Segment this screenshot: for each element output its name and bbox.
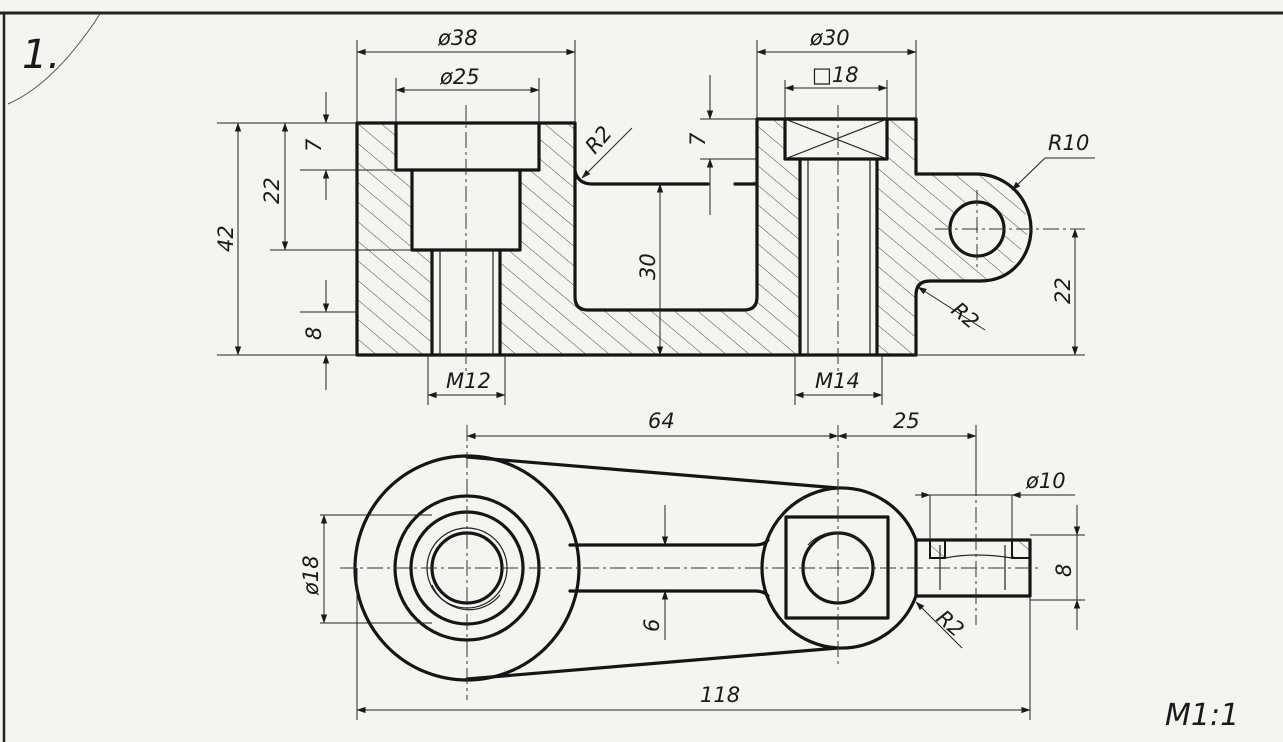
dim-25: 25 xyxy=(893,409,920,433)
dim-r10: R10 xyxy=(1048,131,1089,155)
dim-d25: ø25 xyxy=(439,65,480,89)
pin-break-hatch-2 xyxy=(1011,539,1031,559)
section-dimension-texts: ø38 ø25 ø30 □18 42 22 7 8 7 30 22 R2 R2 … xyxy=(214,26,1089,393)
top-centerlines xyxy=(340,425,1040,700)
dim-22-right: 22 xyxy=(1051,277,1075,304)
dim-7-mid: 7 xyxy=(686,132,710,146)
dim-8-pin: 8 xyxy=(1052,564,1076,577)
dim-m12: M12 xyxy=(446,369,491,393)
dim-d10: ø10 xyxy=(1025,469,1066,493)
section-view: ø38 ø25 ø30 □18 42 22 7 8 7 30 22 R2 R2 … xyxy=(214,26,1095,405)
top-extension-lines xyxy=(320,425,1085,720)
exercise-number: 1. xyxy=(22,32,60,78)
dim-8: 8 xyxy=(302,327,326,340)
pin-break-hatch xyxy=(929,539,946,559)
dim-64: 64 xyxy=(648,409,675,433)
dim-30: 30 xyxy=(636,253,660,280)
dim-118: 118 xyxy=(700,683,740,707)
dim-r2-boss: R2 xyxy=(947,297,984,333)
dim-sq18: □18 xyxy=(812,63,859,87)
dim-r2-slot: R2 xyxy=(580,121,616,158)
dim-42: 42 xyxy=(214,225,238,252)
dim-r2-top: R2 xyxy=(932,605,969,641)
dim-d38: ø38 xyxy=(437,26,478,50)
dim-6: 6 xyxy=(640,619,664,632)
section-dimension-lines xyxy=(234,48,1095,399)
top-dimension-lines xyxy=(320,432,1081,714)
top-dimension-texts: 64 25 ø10 ø18 8 6 R2 118 xyxy=(299,409,1076,707)
section-outline xyxy=(355,117,1033,357)
dim-7-left: 7 xyxy=(302,138,326,152)
top-view: 64 25 ø10 ø18 8 6 R2 118 xyxy=(299,409,1085,720)
dim-22-left: 22 xyxy=(260,177,284,204)
section-centerlines xyxy=(465,105,1085,375)
dim-d30: ø30 xyxy=(809,26,850,50)
scale-label: M1:1 xyxy=(1165,698,1239,733)
dim-d18: ø18 xyxy=(299,555,323,596)
sheet-frame xyxy=(0,11,1283,742)
dim-m14: M14 xyxy=(815,369,860,393)
